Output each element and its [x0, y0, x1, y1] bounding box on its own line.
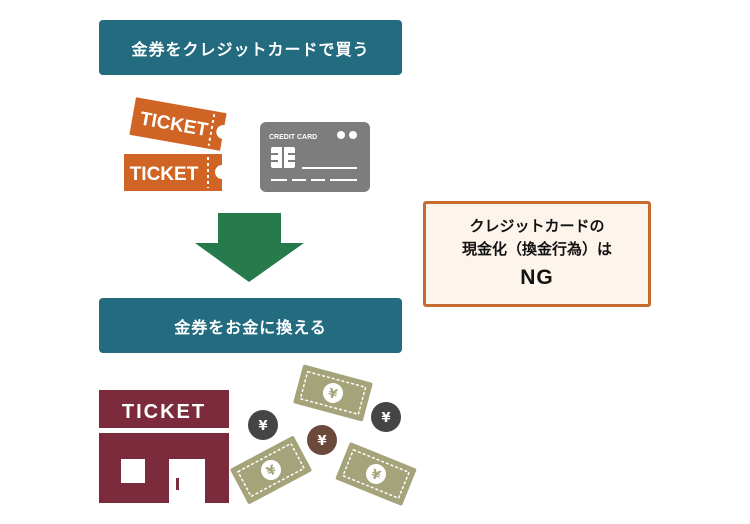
- note-line-2: 現金化（換金行為）は: [461, 240, 612, 258]
- svg-text:¥: ¥: [258, 419, 267, 434]
- step-box-exchange: 金券をお金に換える: [99, 298, 402, 353]
- ng-note-box: クレジットカードの 現金化（換金行為）は NG: [423, 201, 651, 307]
- ticket-text-bottom: TICKET: [130, 164, 199, 185]
- svg-text:¥: ¥: [326, 386, 339, 403]
- ticket-shop-icon: TICKET: [99, 390, 229, 503]
- step-box-buy: 金券をクレジットカードで買う: [99, 20, 402, 75]
- card-text: CREDIT CARD: [269, 134, 317, 141]
- svg-text:¥: ¥: [381, 411, 390, 426]
- down-arrow-icon: [195, 213, 304, 282]
- note-line-1: クレジットカードの: [469, 217, 605, 235]
- ticket-icon: TICKET TICKET: [124, 97, 231, 191]
- shop-sign-text: TICKET: [122, 401, 206, 423]
- credit-card-icon: CREDIT CARD: [260, 122, 370, 192]
- svg-text:¥: ¥: [317, 434, 326, 449]
- money-icon: ¥ ¥ ¥ ¥ ¥ ¥: [230, 364, 417, 506]
- note-ng-label: NG: [520, 266, 554, 289]
